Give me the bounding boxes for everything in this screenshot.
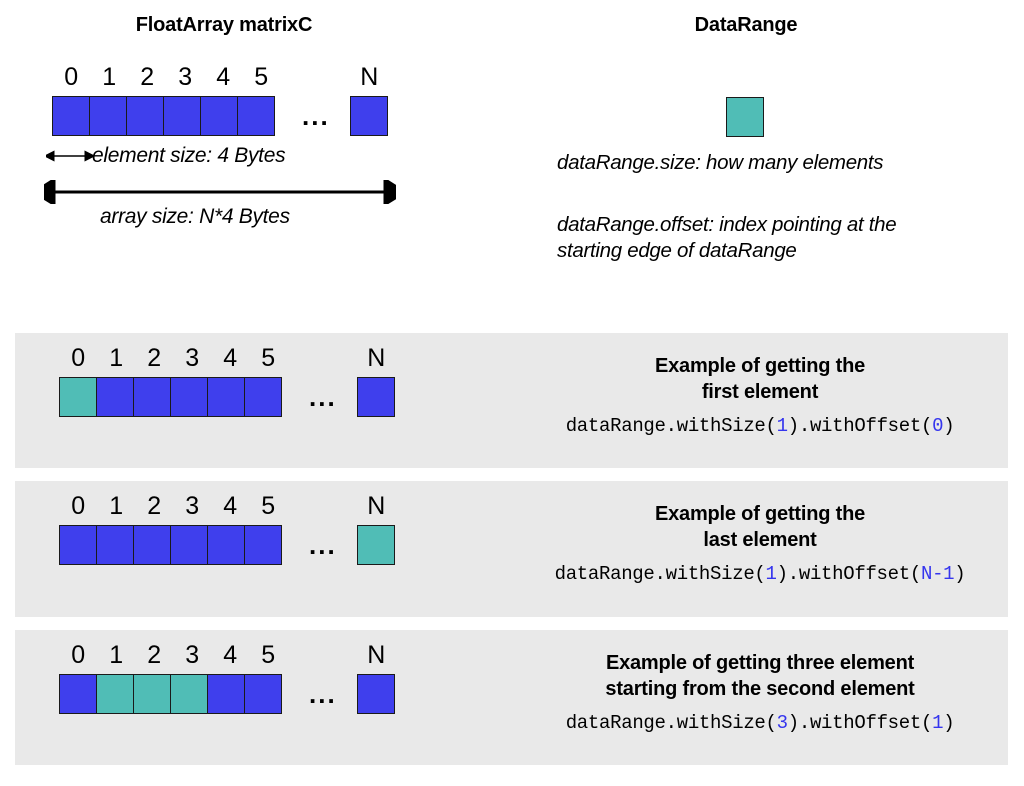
index-label-1: 1 xyxy=(102,63,116,91)
panel3-array-cell-2 xyxy=(133,674,171,714)
panel1-code-offset: 0 xyxy=(932,415,944,437)
panel1-index-label-5: 5 xyxy=(261,344,275,372)
index-label-4: 4 xyxy=(216,63,230,91)
panel1-array-cell-3 xyxy=(170,377,208,417)
panel2-array-cell-2 xyxy=(133,525,171,565)
panel1-code-suffix: ) xyxy=(943,415,955,437)
array-cell-0 xyxy=(52,96,90,136)
panel1-index-label-n: N xyxy=(367,344,385,372)
panel1-array-cell-5 xyxy=(244,377,282,417)
panel2-code-suffix: ) xyxy=(954,563,966,585)
panel2-code-prefix: dataRange.withSize( xyxy=(554,563,766,585)
panel2-code: dataRange.withSize(1).withOffset(N-1) xyxy=(512,563,1008,585)
panel3-array-cell-4 xyxy=(207,674,245,714)
array-cell-4 xyxy=(200,96,238,136)
array-size-label: array size: N*4 Bytes xyxy=(100,205,290,228)
example-panel-first-element: 0 1 2 3 4 5 N ... Example of getting the… xyxy=(15,333,1008,468)
panel1-code-size: 1 xyxy=(776,415,788,437)
panel2-array-cell-1 xyxy=(96,525,134,565)
panel1-code-prefix: dataRange.withSize( xyxy=(565,415,777,437)
data-range-title: DataRange xyxy=(694,14,798,36)
panel1-code: dataRange.withSize(1).withOffset(0) xyxy=(512,415,1008,437)
element-size-arrow-icon xyxy=(46,150,96,162)
panel2-index-label-n: N xyxy=(367,492,385,520)
panel3-caption-line2: starting from the second element xyxy=(605,678,915,700)
panel3-array-cell-5 xyxy=(244,674,282,714)
panel1-caption-line1: Example of getting the xyxy=(654,355,866,377)
panel3-caption-line1: Example of getting three element xyxy=(605,652,915,674)
panel1-index-label-4: 4 xyxy=(223,344,237,372)
array-cell-n xyxy=(350,96,388,136)
panel2-index-label-2: 2 xyxy=(147,492,161,520)
panel2-index-label-0: 0 xyxy=(71,492,85,520)
panel1-index-label-1: 1 xyxy=(109,344,123,372)
panel3-index-label-5: 5 xyxy=(261,641,275,669)
panel1-array-cell-0 xyxy=(59,377,97,417)
panel3-index-label-2: 2 xyxy=(147,641,161,669)
panel3-code-prefix: dataRange.withSize( xyxy=(565,712,777,734)
panel2-index-label-5: 5 xyxy=(261,492,275,520)
panel2-caption-line2: last element xyxy=(703,529,817,551)
panel3-code-middle: ).withOffset( xyxy=(787,712,933,734)
ellipsis-label: ... xyxy=(302,101,330,131)
index-label-0: 0 xyxy=(64,63,78,91)
index-label-2: 2 xyxy=(140,63,154,91)
panel3-index-label-n: N xyxy=(367,641,385,669)
panel1-index-label-0: 0 xyxy=(71,344,85,372)
panel2-array-cell-5 xyxy=(244,525,282,565)
panel3-code: dataRange.withSize(3).withOffset(1) xyxy=(512,712,1008,734)
panel1-array-cell-1 xyxy=(96,377,134,417)
panel3-array-cell-n xyxy=(357,674,395,714)
data-range-offset-desc-line2: starting edge of dataRange xyxy=(557,239,797,262)
panel3-index-label-1: 1 xyxy=(109,641,123,669)
panel3-array-cell-3 xyxy=(170,674,208,714)
panel2-array-cell-3 xyxy=(170,525,208,565)
array-cell-1 xyxy=(89,96,127,136)
panel3-code-suffix: ) xyxy=(943,712,955,734)
panel2-code-middle: ).withOffset( xyxy=(776,563,922,585)
panel3-code-offset: 1 xyxy=(932,712,944,734)
array-size-arrow-icon xyxy=(44,180,396,204)
panel2-array-cell-4 xyxy=(207,525,245,565)
float-array-title: FloatArray matrixC xyxy=(135,14,313,36)
array-cell-5 xyxy=(237,96,275,136)
example-panel-three-elements: 0 1 2 3 4 5 N ... Example of getting thr… xyxy=(15,630,1008,765)
panel1-code-middle: ).withOffset( xyxy=(787,415,933,437)
array-cell-2 xyxy=(126,96,164,136)
panel2-index-label-4: 4 xyxy=(223,492,237,520)
panel3-array-cell-0 xyxy=(59,674,97,714)
panel2-ellipsis-label: ... xyxy=(309,530,337,560)
panel3-code-size: 3 xyxy=(776,712,788,734)
panel3-index-label-4: 4 xyxy=(223,641,237,669)
panel1-array-cell-2 xyxy=(133,377,171,417)
panel1-index-label-3: 3 xyxy=(185,344,199,372)
data-range-swatch xyxy=(726,97,764,137)
panel2-index-label-3: 3 xyxy=(185,492,199,520)
panel3-index-label-0: 0 xyxy=(71,641,85,669)
panel1-array-cell-n xyxy=(357,377,395,417)
panel3-array-cell-1 xyxy=(96,674,134,714)
index-label-5: 5 xyxy=(254,63,268,91)
index-label-3: 3 xyxy=(178,63,192,91)
panel1-index-label-2: 2 xyxy=(147,344,161,372)
element-size-label: element size: 4 Bytes xyxy=(92,144,286,167)
panel1-ellipsis-label: ... xyxy=(309,382,337,412)
data-range-offset-desc-line1: dataRange.offset: index pointing at the xyxy=(557,213,897,236)
array-cell-3 xyxy=(163,96,201,136)
panel2-array-cell-0 xyxy=(59,525,97,565)
panel1-caption-line2: first element xyxy=(701,381,819,403)
panel2-array-cell-n xyxy=(357,525,395,565)
panel2-index-label-1: 1 xyxy=(109,492,123,520)
panel2-code-size: 1 xyxy=(765,563,777,585)
panel1-array-cell-4 xyxy=(207,377,245,417)
data-range-size-desc: dataRange.size: how many elements xyxy=(557,151,884,174)
panel2-code-offset: N-1 xyxy=(920,563,955,585)
index-label-n: N xyxy=(360,63,378,91)
panel2-caption-line1: Example of getting the xyxy=(654,503,866,525)
panel3-index-label-3: 3 xyxy=(185,641,199,669)
panel3-ellipsis-label: ... xyxy=(309,679,337,709)
example-panel-last-element: 0 1 2 3 4 5 N ... Example of getting the… xyxy=(15,481,1008,617)
